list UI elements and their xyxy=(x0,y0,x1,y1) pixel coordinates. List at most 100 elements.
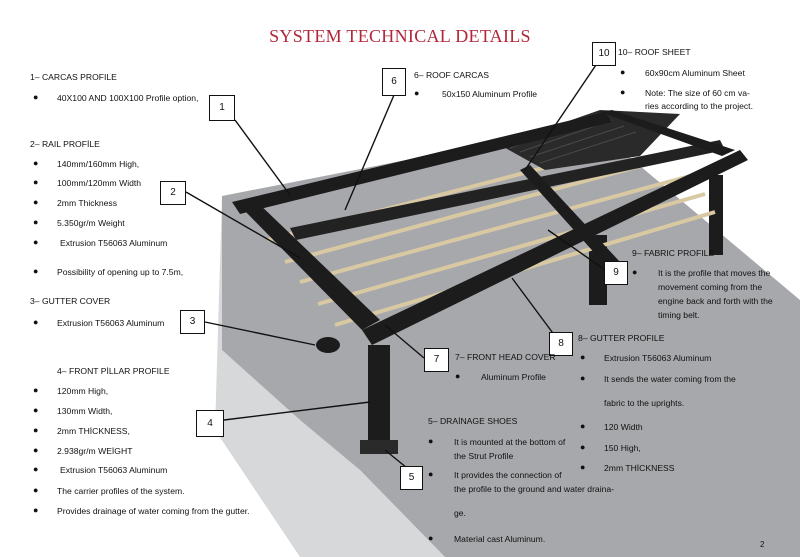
bullet: ● xyxy=(580,421,586,431)
section-3-heading: 3– GUTTER COVER xyxy=(30,296,111,306)
section-5-item: the profile to the ground and water drai… xyxy=(454,484,615,494)
bullet: ● xyxy=(33,92,39,102)
bullet: ● xyxy=(580,462,586,472)
section-9-item: timing belt. xyxy=(658,310,700,320)
section-9-item: engine back and forth with the xyxy=(658,296,773,306)
callout-10: 10 xyxy=(592,42,616,66)
bullet: ● xyxy=(632,267,638,277)
bullet: ● xyxy=(33,217,39,227)
bullet: ● xyxy=(428,436,434,446)
section-10-item: 60x90cm Aluminum Sheet xyxy=(645,68,745,78)
bullet: ● xyxy=(580,352,586,362)
left-side-rail xyxy=(240,200,380,330)
bullet: ● xyxy=(414,88,420,98)
section-5-item: It provides the connection of xyxy=(454,470,562,480)
bullet: ● xyxy=(33,485,39,495)
section-4-item: 2mm THİCKNESS, xyxy=(57,426,130,436)
bullet: ● xyxy=(620,67,626,77)
right-side-rail xyxy=(600,110,735,156)
bullet: ● xyxy=(33,405,39,415)
bullet: ● xyxy=(33,158,39,168)
section-2-item: 140mm/160mm High, xyxy=(57,159,140,169)
section-10-item: ries according to the project. xyxy=(645,101,753,111)
section-2-item: 5.350gr/m Weight xyxy=(57,218,125,228)
bullet: ● xyxy=(580,442,586,452)
bullet: ● xyxy=(33,445,39,455)
section-4-item: 120mm High, xyxy=(57,386,109,396)
gutter-cover xyxy=(316,337,340,353)
roof-carcas-beam xyxy=(290,140,725,240)
section-5-heading: 5– DRAİNAGE SHOES xyxy=(428,416,518,426)
bullet: ● xyxy=(33,266,39,276)
section-2-heading: 2– RAIL PROFİLE xyxy=(30,139,100,149)
section-5-item: ge. xyxy=(454,508,466,518)
bullet: ● xyxy=(33,385,39,395)
bullet: ● xyxy=(33,177,39,187)
roof-sheet xyxy=(500,110,680,170)
section-8-item: 150 High, xyxy=(604,443,641,453)
section-4-item: 2.938gr/m WEİGHT xyxy=(57,446,133,456)
bullet: ● xyxy=(33,317,39,327)
section-8-item: fabric to the uprights. xyxy=(604,398,685,408)
section-4-item: 130mm Width, xyxy=(57,406,113,416)
middle-rail xyxy=(520,165,620,268)
callout-3: 3 xyxy=(180,310,205,334)
section-5-item: Material cast Aluminum. xyxy=(454,534,546,544)
section-7-item: Aluminum Profile xyxy=(481,372,546,382)
callout-6: 6 xyxy=(382,68,406,96)
section-3-item: Extrusion T56063 Aluminum xyxy=(57,318,165,328)
callout-5: 5 xyxy=(400,466,423,490)
section-10-item: Note: The size of 60 cm va- xyxy=(645,88,750,98)
callout-8: 8 xyxy=(549,332,573,356)
section-7-heading: 7– FRONT HEAD COVER xyxy=(455,352,556,362)
bullet: ● xyxy=(428,469,434,479)
section-8-item: 120 Width xyxy=(604,422,643,432)
section-2-item: Extrusion T56063 Aluminum xyxy=(60,238,168,248)
section-2-item: 100mm/120mm Width xyxy=(57,178,142,188)
front-gutter xyxy=(362,150,748,345)
section-4-item: The carrier profiles of the system. xyxy=(57,486,185,496)
section-6-heading: 6– ROOF CARCAS xyxy=(414,70,489,80)
section-8-item: Extrusion T56063 Aluminum xyxy=(604,353,712,363)
bullet: ● xyxy=(33,464,39,474)
callout-7: 7 xyxy=(424,348,449,372)
bullet: ● xyxy=(33,197,39,207)
callout-9: 9 xyxy=(604,261,628,285)
page-number: 2 xyxy=(760,540,765,549)
callout-1: 1 xyxy=(209,95,235,121)
front-post xyxy=(368,345,390,445)
section-2-item: 2mm Thickness xyxy=(57,198,118,208)
back-rail xyxy=(232,112,612,214)
bullet: ● xyxy=(33,505,39,515)
section-4-item: Provides drainage of water coming from t… xyxy=(57,506,250,516)
section-1-item: 40X100 AND 100X100 Profile option, xyxy=(57,93,199,103)
section-1-heading: 1– CARCAS PROFILE xyxy=(30,72,117,82)
bullet: ● xyxy=(580,373,586,383)
section-6-item: 50x150 Aluminum Profile xyxy=(442,89,538,99)
back-post-far xyxy=(709,175,723,255)
bullet: ● xyxy=(33,425,39,435)
section-4-heading: 4– FRONT PİLLAR PROFILE xyxy=(57,366,170,376)
bullet: ● xyxy=(33,237,39,247)
section-2-item: Possibility of opening up to 7.5m, xyxy=(57,267,184,277)
leader-lines xyxy=(185,61,609,469)
page-title: SYSTEM TECHNICAL DETAILS xyxy=(269,26,531,46)
section-8-item: It sends the water coming from the xyxy=(604,374,736,384)
floor-shadow xyxy=(215,196,445,557)
section-4-item: Extrusion T56063 Aluminum xyxy=(60,465,168,475)
callout-4: 4 xyxy=(196,410,224,437)
bullet: ● xyxy=(620,87,626,97)
section-9-item: movement coming from the xyxy=(658,282,763,292)
section-10-heading: 10– ROOF SHEET xyxy=(618,47,691,57)
bullet: ● xyxy=(428,533,434,543)
section-9-heading: 9– FABRIC PROFILE xyxy=(632,248,715,258)
callout-2: 2 xyxy=(160,181,186,205)
drainage-shoe xyxy=(360,440,398,454)
section-8-item: 2mm THİCKNESS xyxy=(604,463,675,473)
bullet: ● xyxy=(455,371,461,381)
section-8-heading: 8– GUTTER PROFILE xyxy=(578,333,665,343)
section-5-item: the Strut Profile xyxy=(454,451,514,461)
section-5-item: It is mounted at the bottom of xyxy=(454,437,566,447)
section-9-item: It is the profile that moves the xyxy=(658,268,771,278)
